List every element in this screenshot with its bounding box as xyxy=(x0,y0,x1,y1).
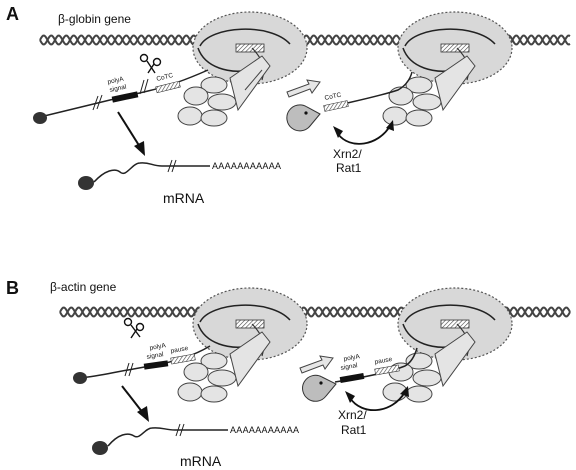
polya-signal-right xyxy=(339,372,365,384)
recruitment-arrow xyxy=(349,391,406,412)
polya-signal-label-line2: signal xyxy=(109,83,128,93)
processing-arrow xyxy=(117,111,145,156)
polya-signal xyxy=(111,91,139,103)
panel-letter-b: B xyxy=(6,278,19,298)
processing-arrow xyxy=(121,385,149,422)
polya-signal-label-line1: polyA xyxy=(149,342,167,352)
pause-element xyxy=(170,353,196,365)
rna-polymerase-left xyxy=(177,11,308,127)
panel-letter-a: A xyxy=(6,4,19,24)
panel-a: A β-globin gene xyxy=(6,4,571,206)
nascent-transcript-left: polyA signal CoTC xyxy=(33,53,209,124)
pause-label: pause xyxy=(170,345,189,355)
gene-label-beta-globin: β-globin gene xyxy=(58,12,131,26)
polya-tail: AAAAAAAAAAA xyxy=(212,161,281,171)
direction-arrow xyxy=(286,79,321,98)
downstream-transcript-right: polyA signal pause xyxy=(299,347,418,412)
cotc-element-right xyxy=(323,100,349,112)
pause-element-right xyxy=(374,364,400,376)
gene-label-beta-actin: β-actin gene xyxy=(50,280,117,294)
scissors-icon xyxy=(123,317,145,339)
mature-mrna: AAAAAAAAAAA xyxy=(78,159,281,190)
mrna-cap xyxy=(33,112,47,124)
cotc-element xyxy=(155,80,181,94)
pause-label-right: pause xyxy=(374,356,393,366)
polya-signal-label-line2: signal xyxy=(146,351,164,361)
direction-arrow xyxy=(299,355,334,374)
xrn2-label-line1: Xrn2/ xyxy=(338,408,367,422)
rna-polymerase-right xyxy=(382,287,513,403)
rna-polymerase-right xyxy=(382,11,513,127)
polya-signal xyxy=(143,360,169,370)
panel-b: B β-actin gene poly xyxy=(6,278,571,469)
mature-mrna: AAAAAAAAAAA xyxy=(92,423,299,455)
polya-signal-right-label-line1: polyA xyxy=(343,353,361,363)
polya-tail: AAAAAAAAAAA xyxy=(230,425,299,435)
scissors-icon xyxy=(139,53,162,74)
nascent-transcript-left: polyA signal pause xyxy=(73,317,211,384)
elongation-subunits xyxy=(177,55,271,127)
cotc-label-right: CoTC xyxy=(324,92,342,102)
xrn2-exonuclease xyxy=(302,374,337,402)
xrn2-label-line2: Rat1 xyxy=(341,423,367,437)
mrna-cap xyxy=(73,372,87,384)
downstream-transcript-right: CoTC xyxy=(286,71,413,145)
cotc-label: CoTC xyxy=(156,72,174,83)
mrna-label: mRNA xyxy=(180,453,222,469)
xrn2-label-line1: Xrn2/ xyxy=(333,147,362,161)
mrna-label: mRNA xyxy=(163,190,205,206)
rna-polymerase-left xyxy=(177,287,308,403)
xrn2-label-line2: Rat1 xyxy=(336,161,362,175)
polya-signal-label-line1: polyA xyxy=(107,76,125,86)
recruitment-arrow xyxy=(337,125,391,145)
xrn2-exonuclease xyxy=(286,104,321,132)
polya-signal-right-label-line2: signal xyxy=(340,362,358,372)
